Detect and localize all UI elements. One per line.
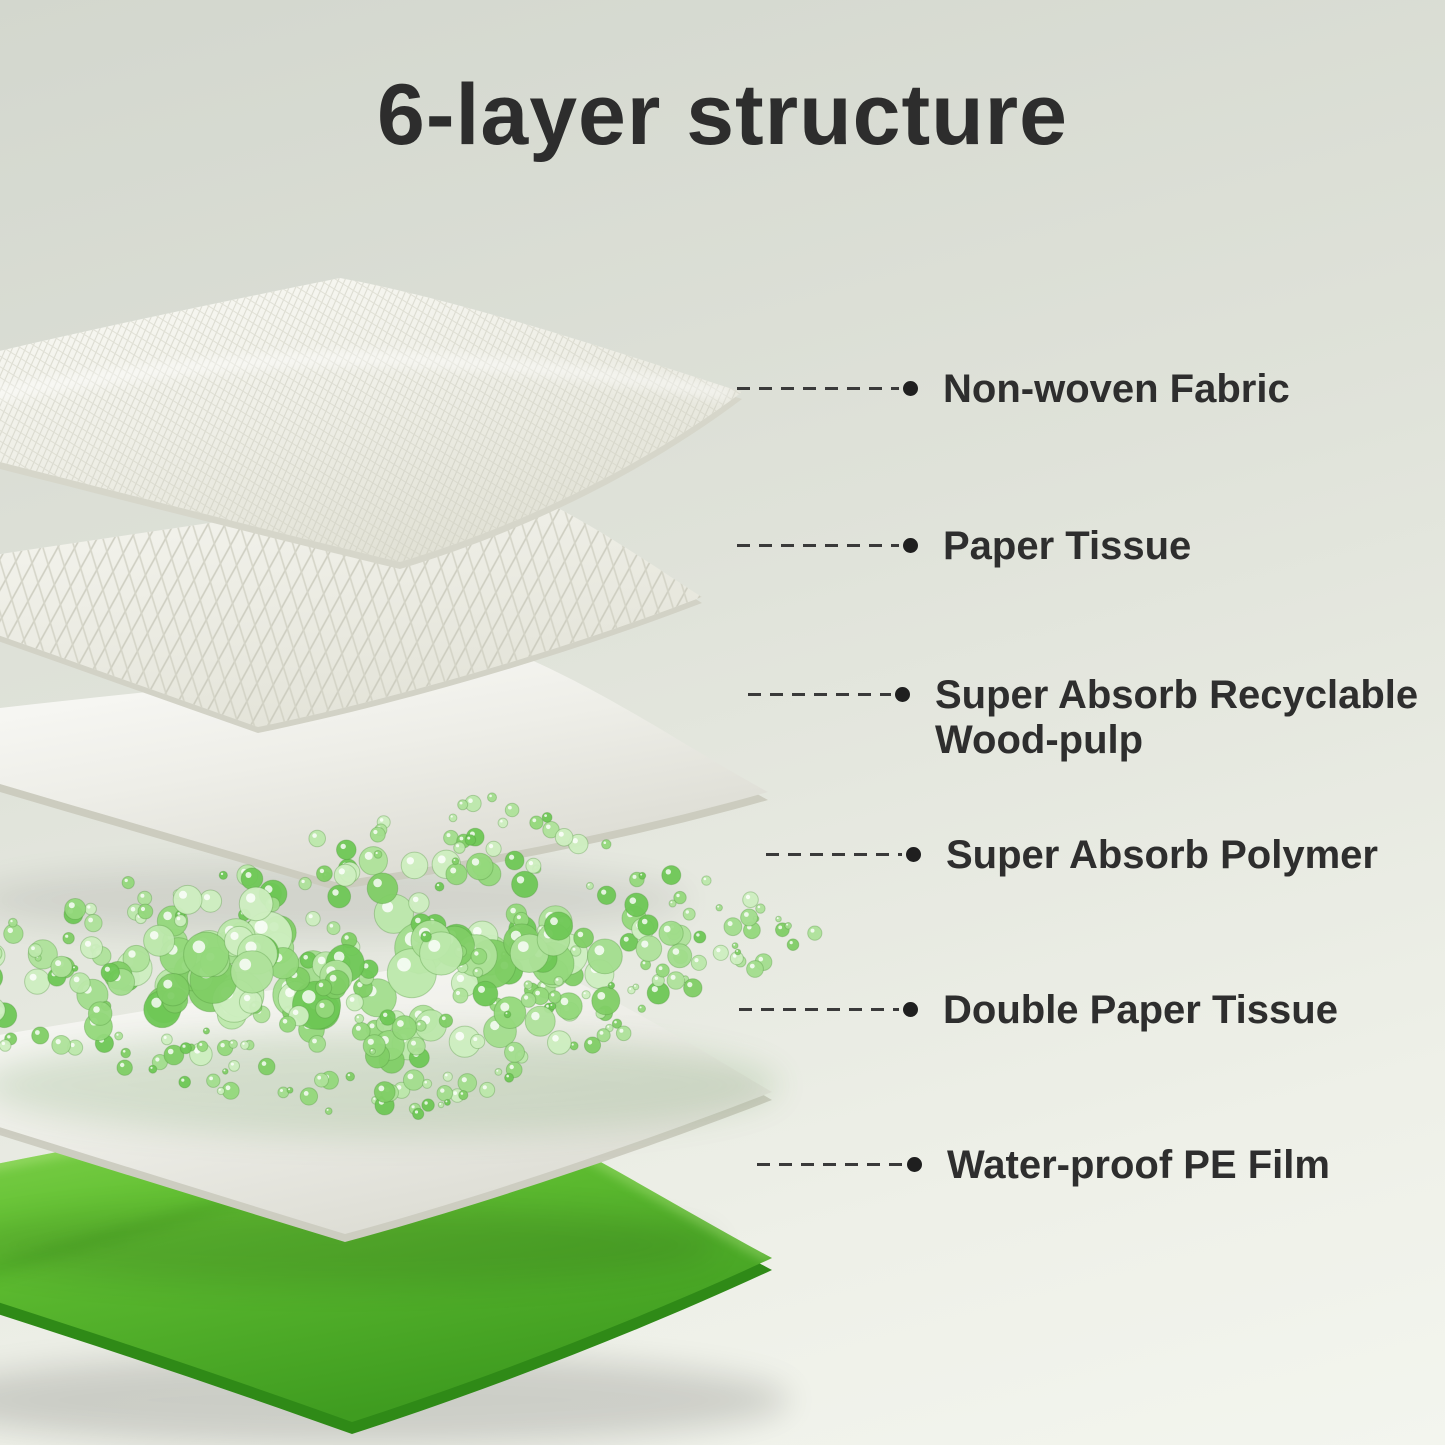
layer-label: Paper Tissue [943, 524, 1192, 568]
callout-paper-tissue: Paper Tissue [737, 524, 1191, 569]
leader-line [737, 544, 899, 547]
bullet-dot [907, 1157, 922, 1172]
layer-label: Water-proof PE Film [947, 1143, 1330, 1187]
callout-wood-pulp: Super Absorb Recyclable Wood-pulp [748, 673, 1445, 763]
layer-non-woven-fabric-graphic [0, 278, 742, 569]
page-title: 6-layer structure [377, 67, 1068, 163]
bullet-dot [895, 687, 910, 702]
leader-line [748, 693, 891, 696]
bullet-dot [903, 381, 918, 396]
layer-label: Non-woven Fabric [943, 367, 1290, 411]
callout-double-paper-tissue: Double Paper Tissue [739, 988, 1338, 1033]
leader-line [739, 1008, 899, 1011]
leader-line [737, 387, 899, 390]
callout-super-absorb-polymer: Super Absorb Polymer [766, 833, 1378, 878]
callout-waterproof-pe-film: Water-proof PE Film [757, 1143, 1330, 1188]
callout-non-woven-fabric: Non-woven Fabric [737, 367, 1290, 412]
layer-polymer-beads-graphic [0, 792, 823, 1137]
layer-label: Super Absorb Recyclable Wood-pulp [935, 673, 1419, 762]
leader-line [757, 1163, 903, 1166]
leader-line [766, 853, 902, 856]
bullet-dot [906, 847, 921, 862]
layer-double-paper-tissue-graphic [0, 950, 772, 1285]
layer-label: Super Absorb Polymer [946, 833, 1378, 877]
layer-label: Double Paper Tissue [943, 988, 1338, 1032]
bullet-dot [903, 538, 918, 553]
bullet-dot [903, 1002, 918, 1017]
